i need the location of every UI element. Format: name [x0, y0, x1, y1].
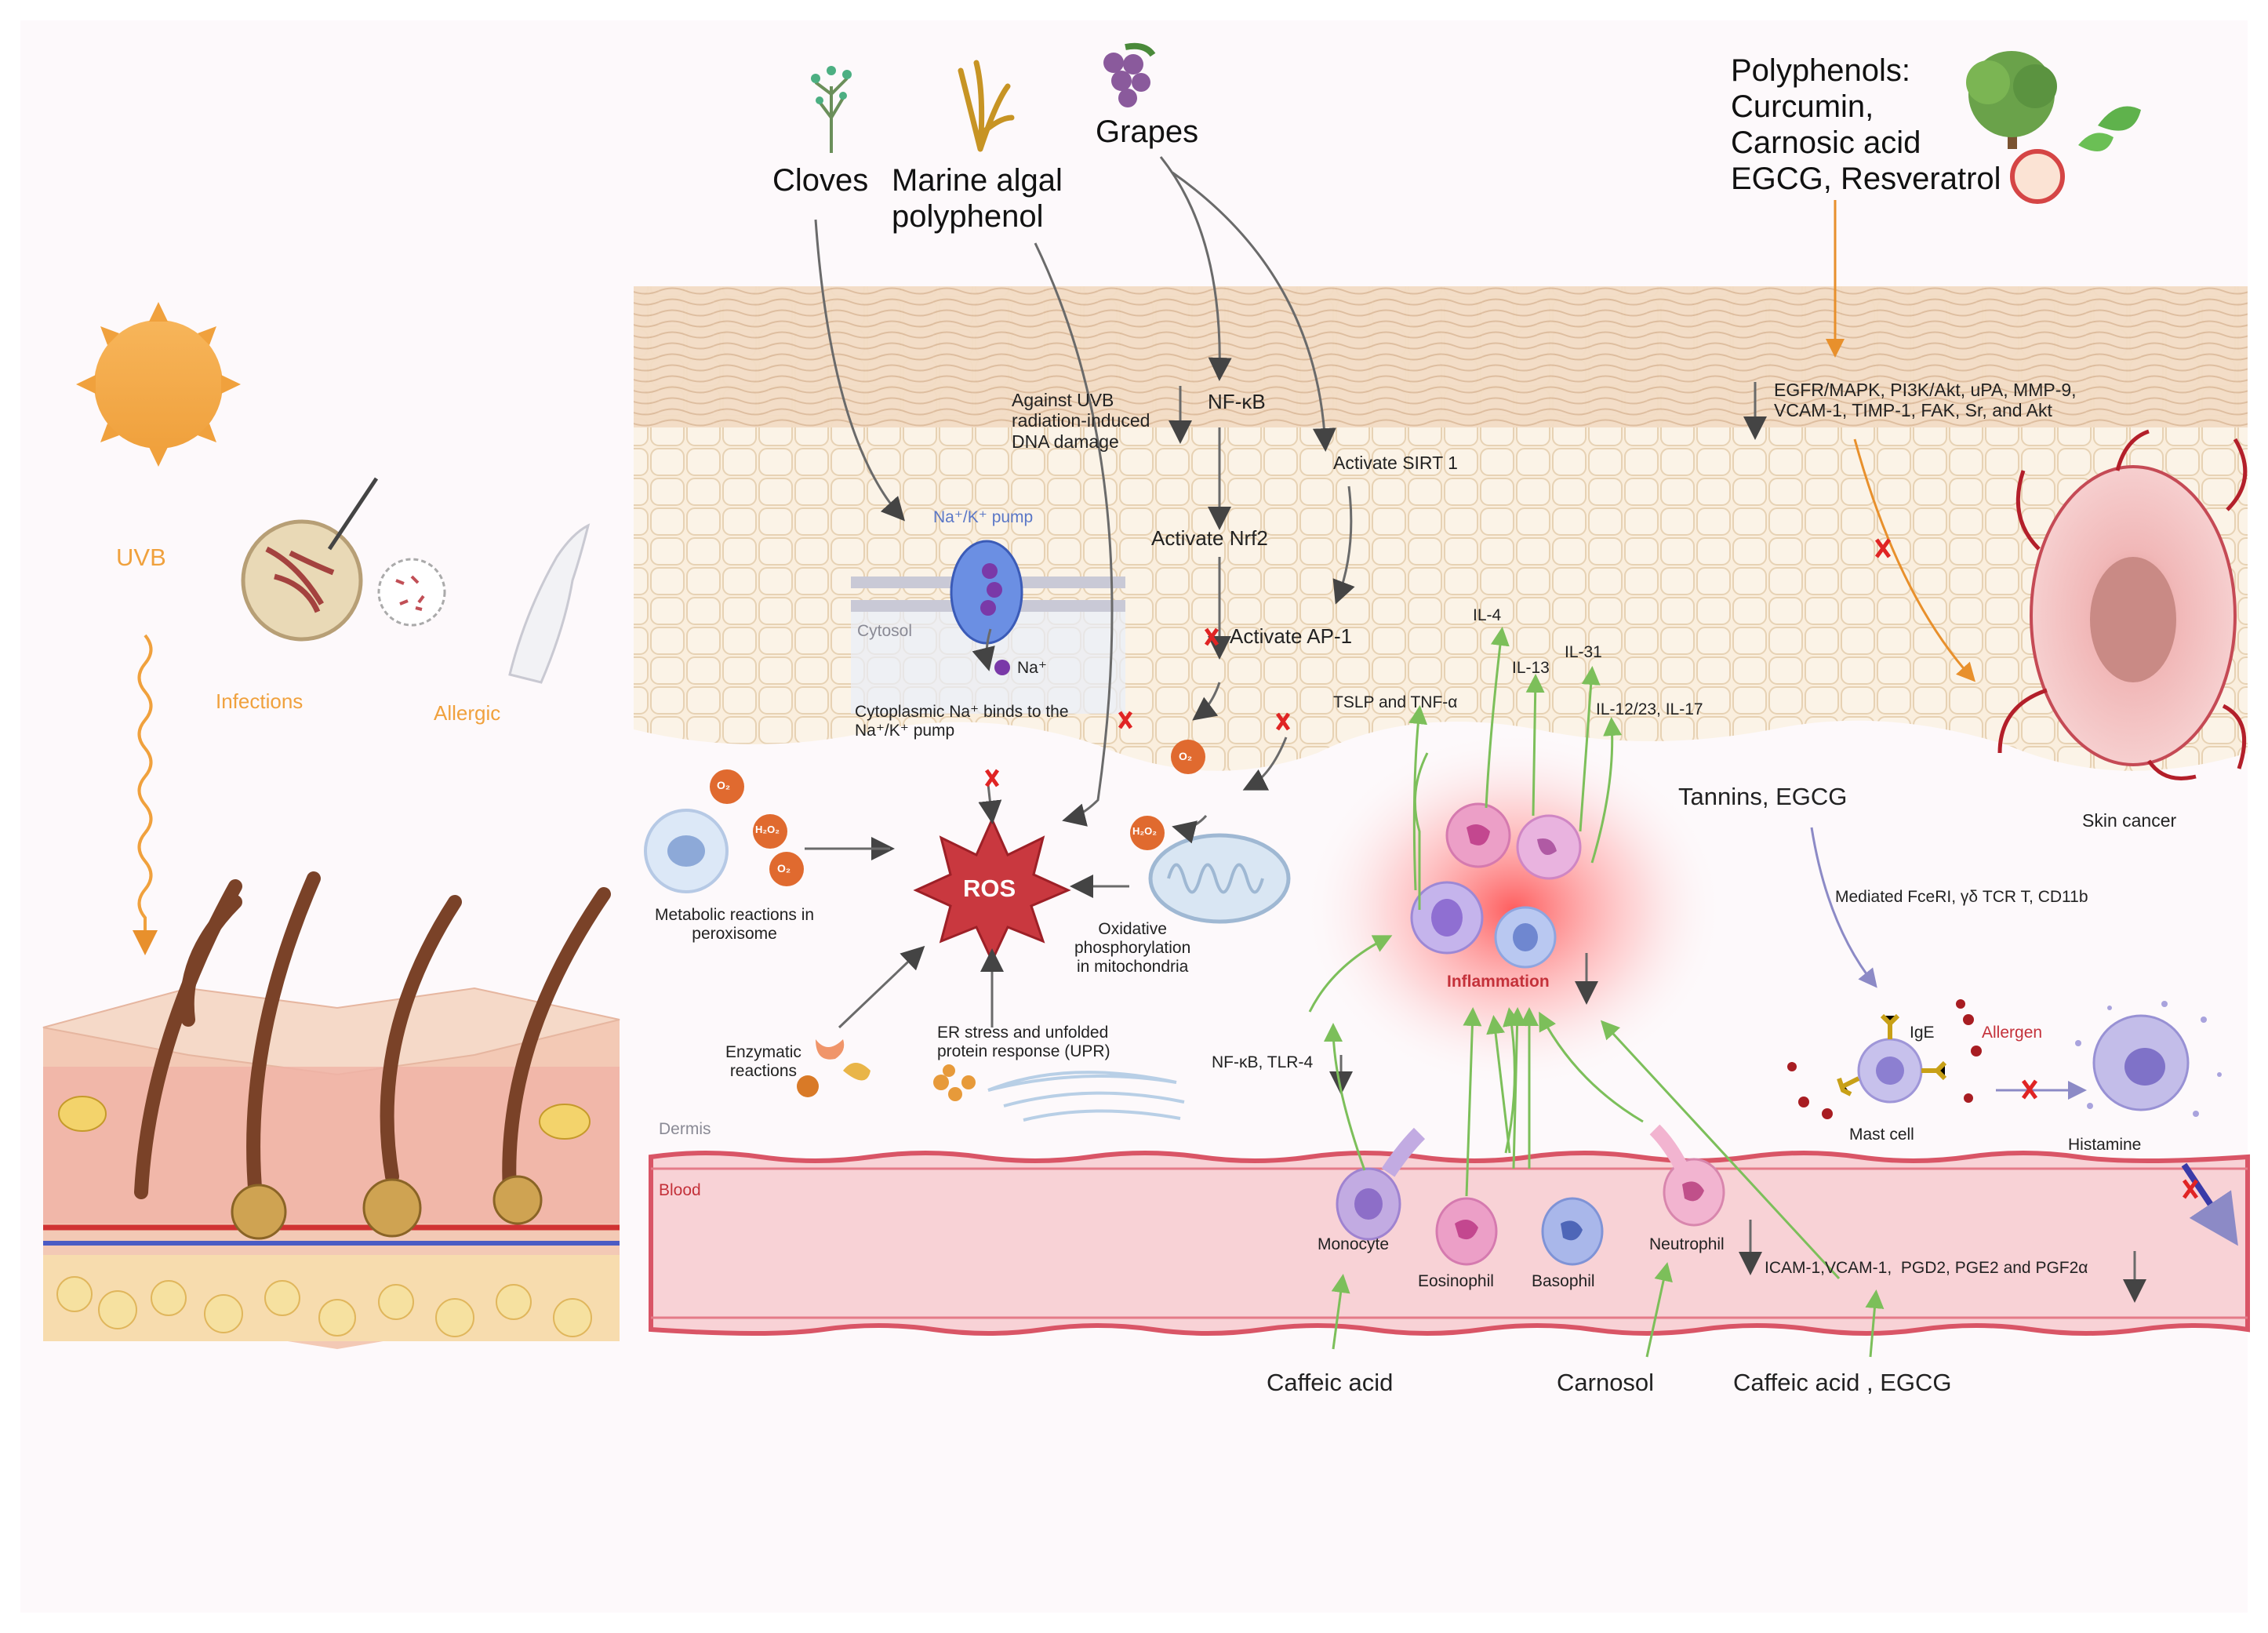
label-icam: ICAM-1,VCAM-1, PGD2, PGE2 and PGF2α	[1765, 1259, 2088, 1277]
label-eosinophil: Eosinophil	[1418, 1272, 1494, 1290]
grapes-icon	[1103, 42, 1156, 107]
label-oxidative-phosphorylation: Oxidative phosphorylation in mitochondri…	[1074, 920, 1191, 977]
label-h2o2-1: H₂O₂	[755, 824, 780, 835]
label-nfkb-tlr4: NF-κB, TLR-4	[1212, 1053, 1314, 1071]
label-nfkb: NF-κB	[1208, 390, 1266, 413]
label-marine-algal-polyphenol: Marine algal polyphenol	[892, 163, 1063, 234]
uvb-wave-arrow	[133, 634, 158, 955]
label-dermis: Dermis	[659, 1120, 711, 1138]
label-o2-3: O₂	[1179, 750, 1193, 762]
label-cloves: Cloves	[772, 163, 869, 198]
tree-icon	[1966, 51, 2141, 204]
label-uvb: UVB	[116, 544, 166, 571]
stratum-corneum	[634, 286, 2248, 427]
histamine-arrow	[2181, 1162, 2238, 1246]
purple-arrows	[1810, 827, 2087, 1100]
mast-cell-icon	[1787, 999, 1982, 1119]
inhibition-marks	[984, 538, 2199, 1199]
label-infections: Infections	[216, 689, 303, 713]
label-histamine: Histamine	[2068, 1136, 2142, 1154]
immune-cells	[1410, 802, 1582, 969]
blood-cells	[1336, 1124, 1725, 1266]
label-enzymatic-reactions: Enzymatic reactions	[725, 1043, 801, 1081]
er-icon	[987, 1071, 1185, 1122]
label-allergic: Allergic	[434, 701, 501, 725]
label-il4: IL-4	[1473, 606, 1502, 624]
label-grapes: Grapes	[1096, 115, 1199, 149]
label-blood: Blood	[659, 1181, 701, 1199]
peroxisome-icon	[644, 809, 729, 893]
na-k-pump-icon	[950, 540, 1023, 675]
skin-cross-section	[42, 871, 620, 1349]
label-metabolic-reactions: Metabolic reactions in peroxisome	[655, 906, 815, 944]
algae-icon	[958, 60, 1015, 152]
label-caffeic-acid-egcg: Caffeic acid , EGCG	[1733, 1369, 1952, 1396]
label-tslp-tnf: TSLP and TNF-α	[1333, 693, 1458, 711]
hand-icon	[508, 523, 591, 684]
label-skin-cancer: Skin cancer	[2082, 810, 2177, 831]
molecule-icons	[710, 740, 1205, 886]
label-against-uvb: Against UVB radiation-induced DNA damage	[1012, 390, 1150, 452]
label-cytoplasmic-na: Cytoplasmic Na⁺ binds to the Na⁺/K⁺ pump	[855, 703, 1069, 740]
label-il13: IL-13	[1512, 659, 1550, 677]
label-activate-ap1: Activate AP-1	[1230, 624, 1353, 648]
label-na-ion: Na⁺	[1017, 659, 1047, 677]
skin-cancer-tumor	[1997, 429, 2248, 780]
label-il1223-il17: IL-12/23, IL-17	[1596, 700, 1703, 718]
label-basophil: Basophil	[1532, 1272, 1595, 1290]
label-cytosol: Cytosol	[857, 622, 913, 640]
label-ros: ROS	[963, 875, 1016, 902]
label-activate-nrf2: Activate Nrf2	[1151, 526, 1268, 550]
petri-dish-icon	[241, 477, 446, 642]
histamine-cell-icon	[2075, 1001, 2222, 1117]
label-ige: IgE	[1910, 1024, 1935, 1042]
protein-aggregate-icon	[933, 1064, 976, 1101]
label-tannins-egcg: Tannins, EGCG	[1678, 783, 1848, 810]
cloves-icon	[811, 66, 852, 153]
green-arrows	[1308, 627, 1885, 1358]
label-mast-cell: Mast cell	[1849, 1126, 1914, 1144]
label-caffeic-acid: Caffeic acid	[1267, 1369, 1394, 1396]
label-inflammation: Inflammation	[1447, 973, 1550, 991]
label-polyphenols: Polyphenols: Curcumin, Carnosic acid EGC…	[1731, 53, 2001, 196]
mitochondria-icon	[1148, 833, 1291, 924]
label-egfr-pathways: EGFR/MAPK, PI3K/Akt, uPA, MMP-9, VCAM-1,…	[1774, 380, 2077, 421]
label-allergen: Allergen	[1982, 1024, 2043, 1042]
label-na-k-pump: Na⁺/K⁺ pump	[933, 508, 1034, 526]
label-neutrophil: Neutrophil	[1649, 1235, 1725, 1253]
label-monocyte: Monocyte	[1318, 1235, 1390, 1253]
sun-icon	[76, 302, 241, 467]
label-o2-1: O₂	[717, 779, 731, 791]
label-il31: IL-31	[1565, 643, 1602, 661]
label-o2-2: O₂	[777, 862, 791, 875]
label-activate-sirt1: Activate SIRT 1	[1333, 453, 1458, 473]
label-mediated: Mediated FceRI, γδ TCR T, CD11b	[1835, 888, 2088, 906]
pathway-arrows	[805, 156, 2146, 1303]
orange-arrows	[1826, 200, 1976, 682]
enzyme-icons	[797, 1039, 870, 1097]
label-h2o2-2: H₂O₂	[1132, 825, 1158, 837]
label-carnosol: Carnosol	[1557, 1369, 1655, 1396]
label-er-stress: ER stress and unfolded protein response …	[937, 1024, 1110, 1061]
